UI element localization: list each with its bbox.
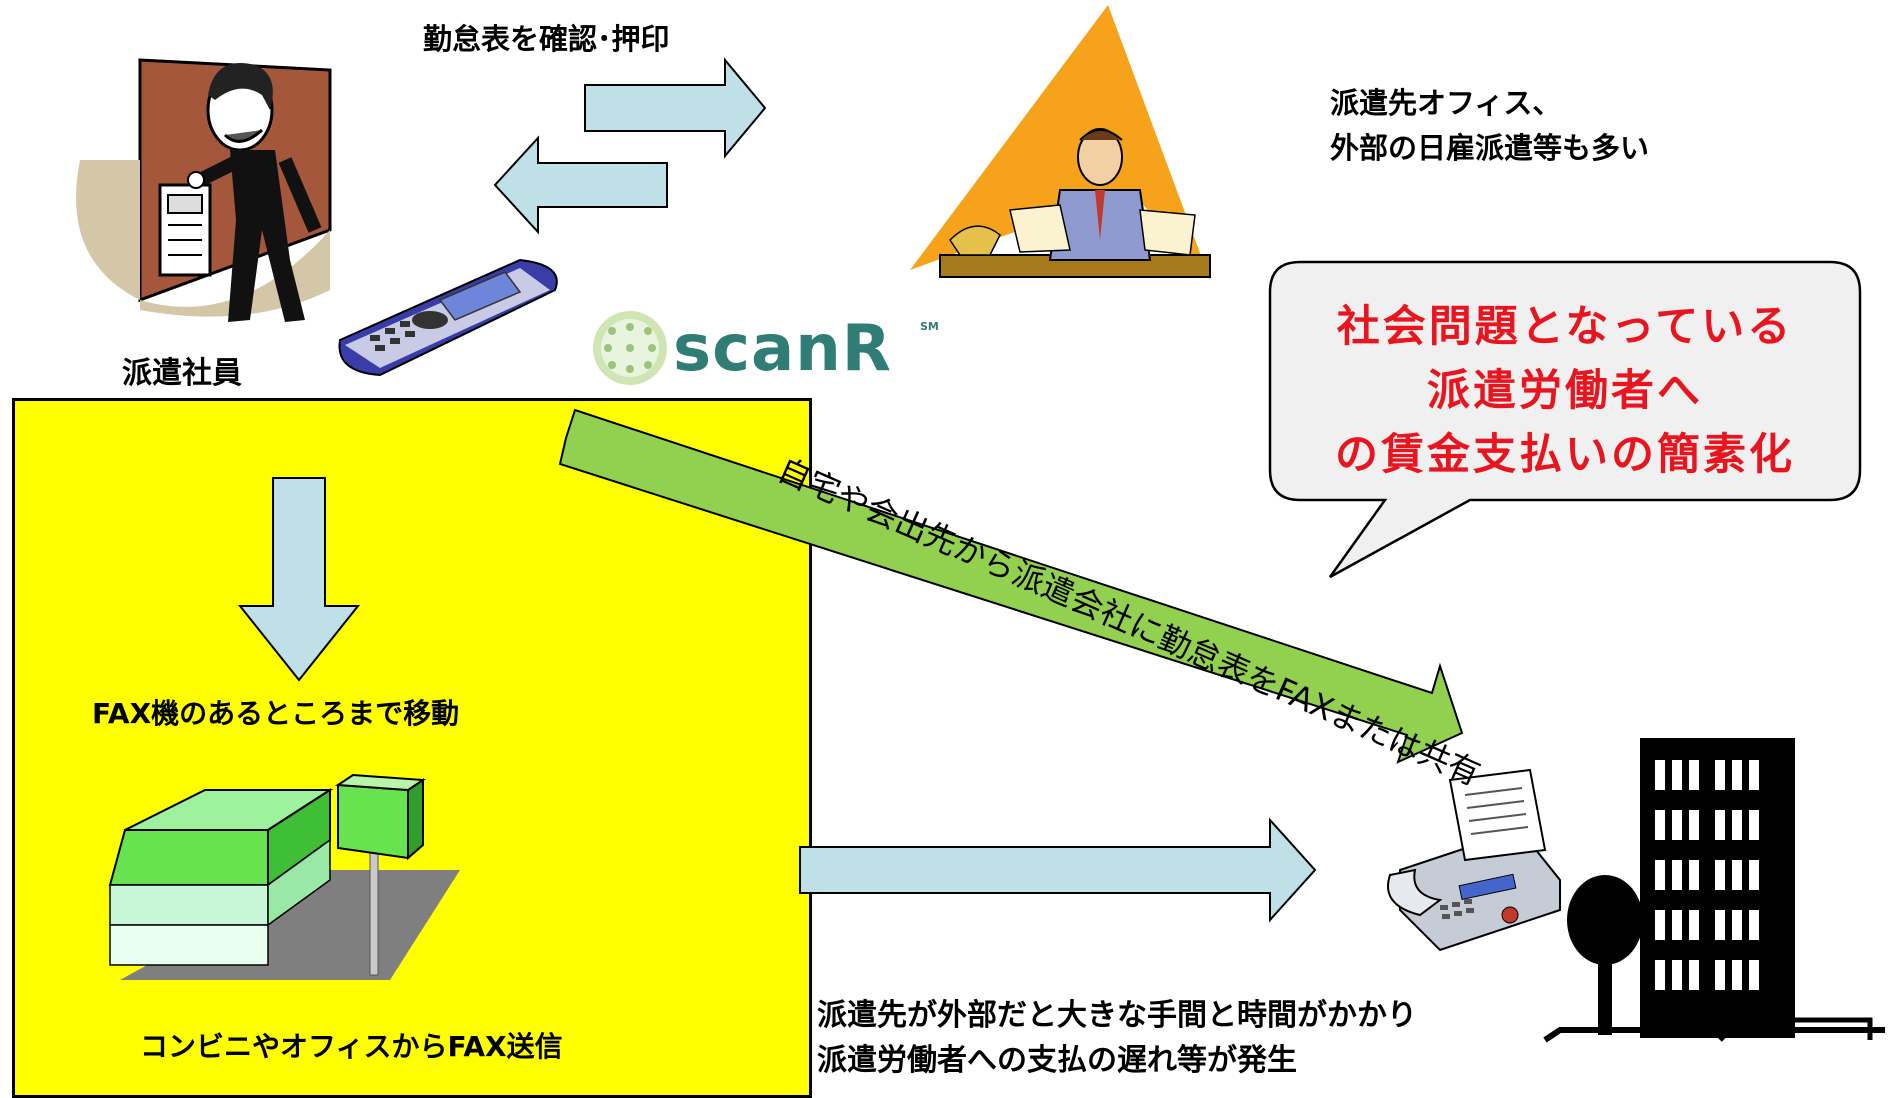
callout-text: 社会問題となっている 派遣労働者へ の賃金支払いの簡素化 xyxy=(1270,295,1860,487)
yellow-panel xyxy=(12,398,812,1098)
label-dispatch-office-line1: 派遣先オフィス、 xyxy=(1330,86,1562,120)
callout-bubble xyxy=(1268,260,1862,579)
fax-illustration xyxy=(1387,768,1561,952)
arrow-down xyxy=(237,477,361,682)
arrow-to-fax xyxy=(799,817,1317,923)
label-send-fax: コンビニやオフィスからFAX送信 xyxy=(140,1030,563,1063)
scanr-logo-text: scanR xyxy=(673,312,893,386)
office-illustration xyxy=(910,5,1211,280)
label-dispatch-office-line2: 外部の日雇派遣等も多い xyxy=(1330,131,1650,165)
store-illustration xyxy=(108,773,460,980)
label-confirm-stamp: 勤怠表を確認･押印 xyxy=(423,22,670,56)
building-illustration xyxy=(1543,738,1885,1043)
arrow-diagonal xyxy=(558,408,1464,764)
arrow-to-office xyxy=(584,57,767,159)
employee-illustration xyxy=(76,58,332,322)
scanr-logo-icon xyxy=(593,311,667,385)
arrow-to-employee xyxy=(493,135,668,235)
callout-line3: の賃金支払いの簡素化 xyxy=(1335,430,1795,480)
scanr-logo-mark: SM xyxy=(920,320,939,333)
label-problem-line2: 派遣労働者への支払の遅れ等が発生 xyxy=(817,1043,1297,1078)
label-employee: 派遣社員 xyxy=(122,356,242,391)
phone-illustration xyxy=(338,258,558,377)
label-problem-line1: 派遣先が外部だと大きな手間と時間がかかり xyxy=(817,998,1417,1033)
callout-line1: 社会問題となっている xyxy=(1336,302,1794,352)
label-move-to-fax: FAX機のあるところまで移動 xyxy=(92,697,460,730)
callout-line2: 派遣労働者へ xyxy=(1427,366,1703,416)
